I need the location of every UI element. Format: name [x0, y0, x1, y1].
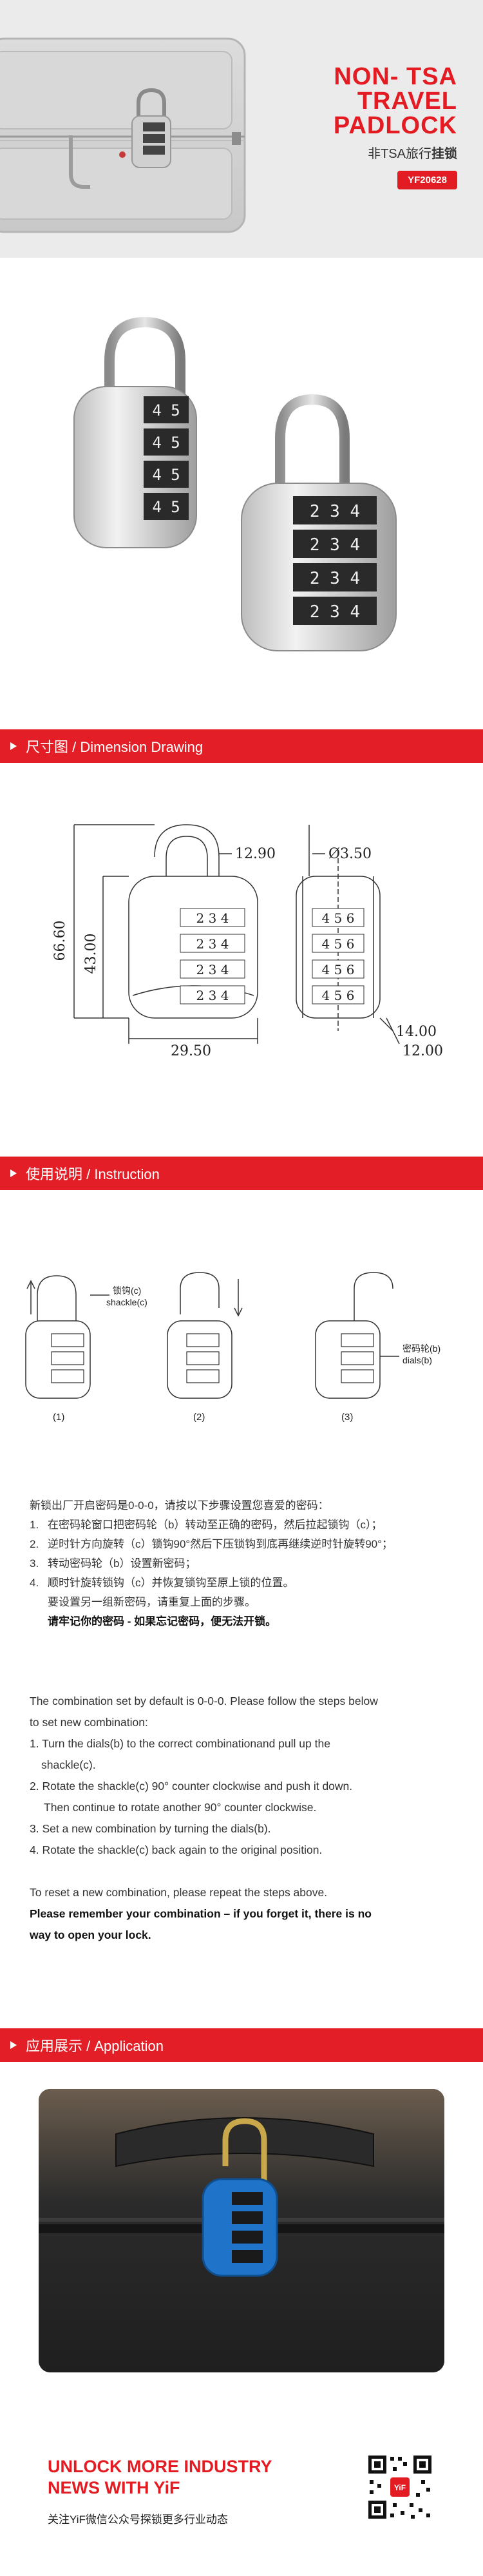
qr-code-icon[interactable]: YiF: [365, 2452, 435, 2523]
en-reset: To reset a new combination, please repea…: [30, 1886, 328, 1899]
en-step-1a: 1. Turn the dials(b) to the correct comb…: [30, 1737, 330, 1750]
svg-text:4 5: 4 5: [152, 401, 180, 419]
padlock-product-image: 4 5 4 5 4 5 4 5 2 3 4 2 3 4 2 3 4 2 3 4: [73, 316, 397, 651]
dim-height-total: 66.60: [52, 921, 68, 961]
dimension-drawing: 2 3 4 2 3 4 2 3 4 2 3 4 4 5 6 4 5 6 4 5 …: [52, 824, 443, 1059]
back-lock-dials: 4 5 4 5 4 5 4 5: [144, 396, 189, 520]
dial-digits-row3: 2 3 4: [196, 962, 229, 977]
step1-label: (1): [53, 1412, 64, 1423]
application-photo: [39, 2089, 444, 2372]
footer-title-line1: UNLOCK MORE INDUSTRY: [48, 2457, 272, 2476]
svg-text:4 5: 4 5: [152, 466, 180, 484]
model-badge: YF20628: [397, 171, 457, 189]
svg-text:2 3 4: 2 3 4: [310, 502, 360, 521]
dimension-front-dials: 2 3 4 2 3 4 2 3 4 2 3 4: [180, 908, 245, 1004]
svg-text:4 5: 4 5: [152, 498, 180, 516]
cn-reset: 要设置另一组新密码，请重复上面的步骤。: [48, 1596, 256, 1608]
triangle-icon: [10, 742, 17, 750]
label-dials-en: dials(b): [402, 1355, 432, 1365]
label-dials-cn: 密码轮(b): [402, 1343, 440, 1354]
section-header-instruction: 使用说明 / Instruction: [0, 1157, 483, 1190]
section-header-application: 应用展示 / Application: [0, 2028, 483, 2062]
hero-title-line1: NON- TSA: [334, 63, 457, 90]
en-step-3: 3. Set a new combination by turning the …: [30, 1822, 271, 1835]
hero-title-block: NON- TSA TRAVEL PADLOCK 非TSA旅行挂锁 YF20628: [245, 64, 457, 189]
dial-digits-row1: 2 3 4: [196, 910, 229, 926]
cn-step-1: 1.在密码轮窗口把密码轮（b）转动至正确的密码，然后拉起锁钩（c）；: [30, 1519, 383, 1531]
instruction-text-en: The combination set by default is 0-0-0.…: [30, 1691, 455, 1946]
dim-width-body: 29.50: [171, 1043, 211, 1059]
step2-label: (2): [193, 1412, 205, 1423]
dim-shackle-width: 12.90: [235, 846, 276, 862]
cn-step-2: 2.逆时针方向旋转（c）锁钩90°然后下压锁钩到底再继续逆时针旋转90°；: [30, 1538, 393, 1550]
en-warning-2: way to open your lock.: [30, 1928, 151, 1941]
label-shackle-en: shackle(c): [106, 1297, 147, 1307]
section-title-dimension: 尺寸图 / Dimension Drawing: [26, 739, 204, 755]
section-header-dimension: 尺寸图 / Dimension Drawing: [0, 729, 483, 763]
en-intro-2: to set new combination:: [30, 1716, 148, 1729]
hero-banner: NON- TSA TRAVEL PADLOCK 非TSA旅行挂锁 YF20628: [0, 0, 483, 258]
en-step-2a: 2. Rotate the shackle(c) 90° counter clo…: [30, 1780, 353, 1793]
section-title-application: 应用展示 / Application: [26, 2038, 164, 2054]
svg-text:2 3 4: 2 3 4: [310, 535, 360, 555]
dim-height-body: 43.00: [83, 934, 99, 974]
cn-warning: 请牢记你的密码 - 如果忘记密码，便无法开锁。: [48, 1615, 277, 1628]
en-step-1b: shackle(c).: [41, 1758, 96, 1771]
en-step-4: 4. Rotate the shackle(c) back again to t…: [30, 1843, 323, 1856]
qr-center-logo: YiF: [394, 2483, 406, 2492]
svg-text:4 5: 4 5: [152, 434, 180, 452]
hero-subtitle-bold: 挂锁: [431, 147, 457, 161]
dial-digits-row4: 2 3 4: [196, 988, 229, 1003]
svg-text:4 5 6: 4 5 6: [322, 988, 355, 1003]
dimension-side-dials: 4 5 6 4 5 6 4 5 6 4 5 6: [312, 908, 365, 1004]
hero-title-line2: TRAVEL: [357, 88, 457, 115]
cn-step-3: 3.转动密码轮（b）设置新密码；: [30, 1557, 196, 1570]
front-lock-dials: 2 3 4 2 3 4 2 3 4 2 3 4: [293, 496, 377, 625]
hero-subtitle: 非TSA旅行挂锁: [245, 143, 457, 162]
step3-label: (3): [341, 1412, 353, 1423]
triangle-icon: [10, 1169, 17, 1177]
suitcase-hero-image: [0, 37, 246, 233]
footer-title: UNLOCK MORE INDUSTRY NEWS WITH YiF: [48, 2456, 318, 2499]
footer-subtitle: 关注YiF微信公众号探锁更多行业动态: [48, 2514, 228, 2526]
svg-text:4 5 6: 4 5 6: [322, 936, 355, 952]
dim-depth-bottom: 12.00: [402, 1043, 443, 1059]
en-warning-1: Please remember your combination – if yo…: [30, 1907, 372, 1920]
label-shackle-cn: 锁钩(c): [113, 1285, 141, 1296]
dim-shackle-diameter: Ø3.50: [328, 846, 372, 862]
svg-text:2 3 4: 2 3 4: [310, 569, 360, 588]
svg-text:4 5 6: 4 5 6: [322, 962, 355, 977]
section-title-instruction: 使用说明 / Instruction: [26, 1166, 160, 1182]
cn-intro: 新锁出厂开启密码是0-0-0，请按以下步骤设置您喜爱的密码：: [30, 1499, 329, 1512]
cn-step-4: 4.顺时针旋转锁钩（c）并恢复锁钩至原上锁的位置。: [30, 1577, 294, 1589]
triangle-icon: [10, 2041, 17, 2049]
hero-subtitle-regular: 非TSA旅行: [368, 147, 431, 161]
en-intro-1: The combination set by default is 0-0-0.…: [30, 1695, 378, 1707]
dial-digits-row2: 2 3 4: [196, 936, 229, 952]
footer-title-line2: NEWS WITH YiF: [48, 2478, 180, 2497]
instruction-text-cn: 新锁出厂开启密码是0-0-0，请按以下步骤设置您喜爱的密码： 1.在密码轮窗口把…: [30, 1496, 461, 1631]
dim-depth-top: 14.00: [396, 1024, 437, 1040]
hero-title-line3: PADLOCK: [333, 112, 457, 139]
svg-text:2 3 4: 2 3 4: [310, 602, 360, 622]
en-step-2b: Then continue to rotate another 90° coun…: [44, 1801, 317, 1814]
svg-text:4 5 6: 4 5 6: [322, 910, 355, 926]
instruction-figure: 锁钩(c) shackle(c) 密码轮(b) dials(b) (1) (2)…: [25, 1272, 440, 1423]
